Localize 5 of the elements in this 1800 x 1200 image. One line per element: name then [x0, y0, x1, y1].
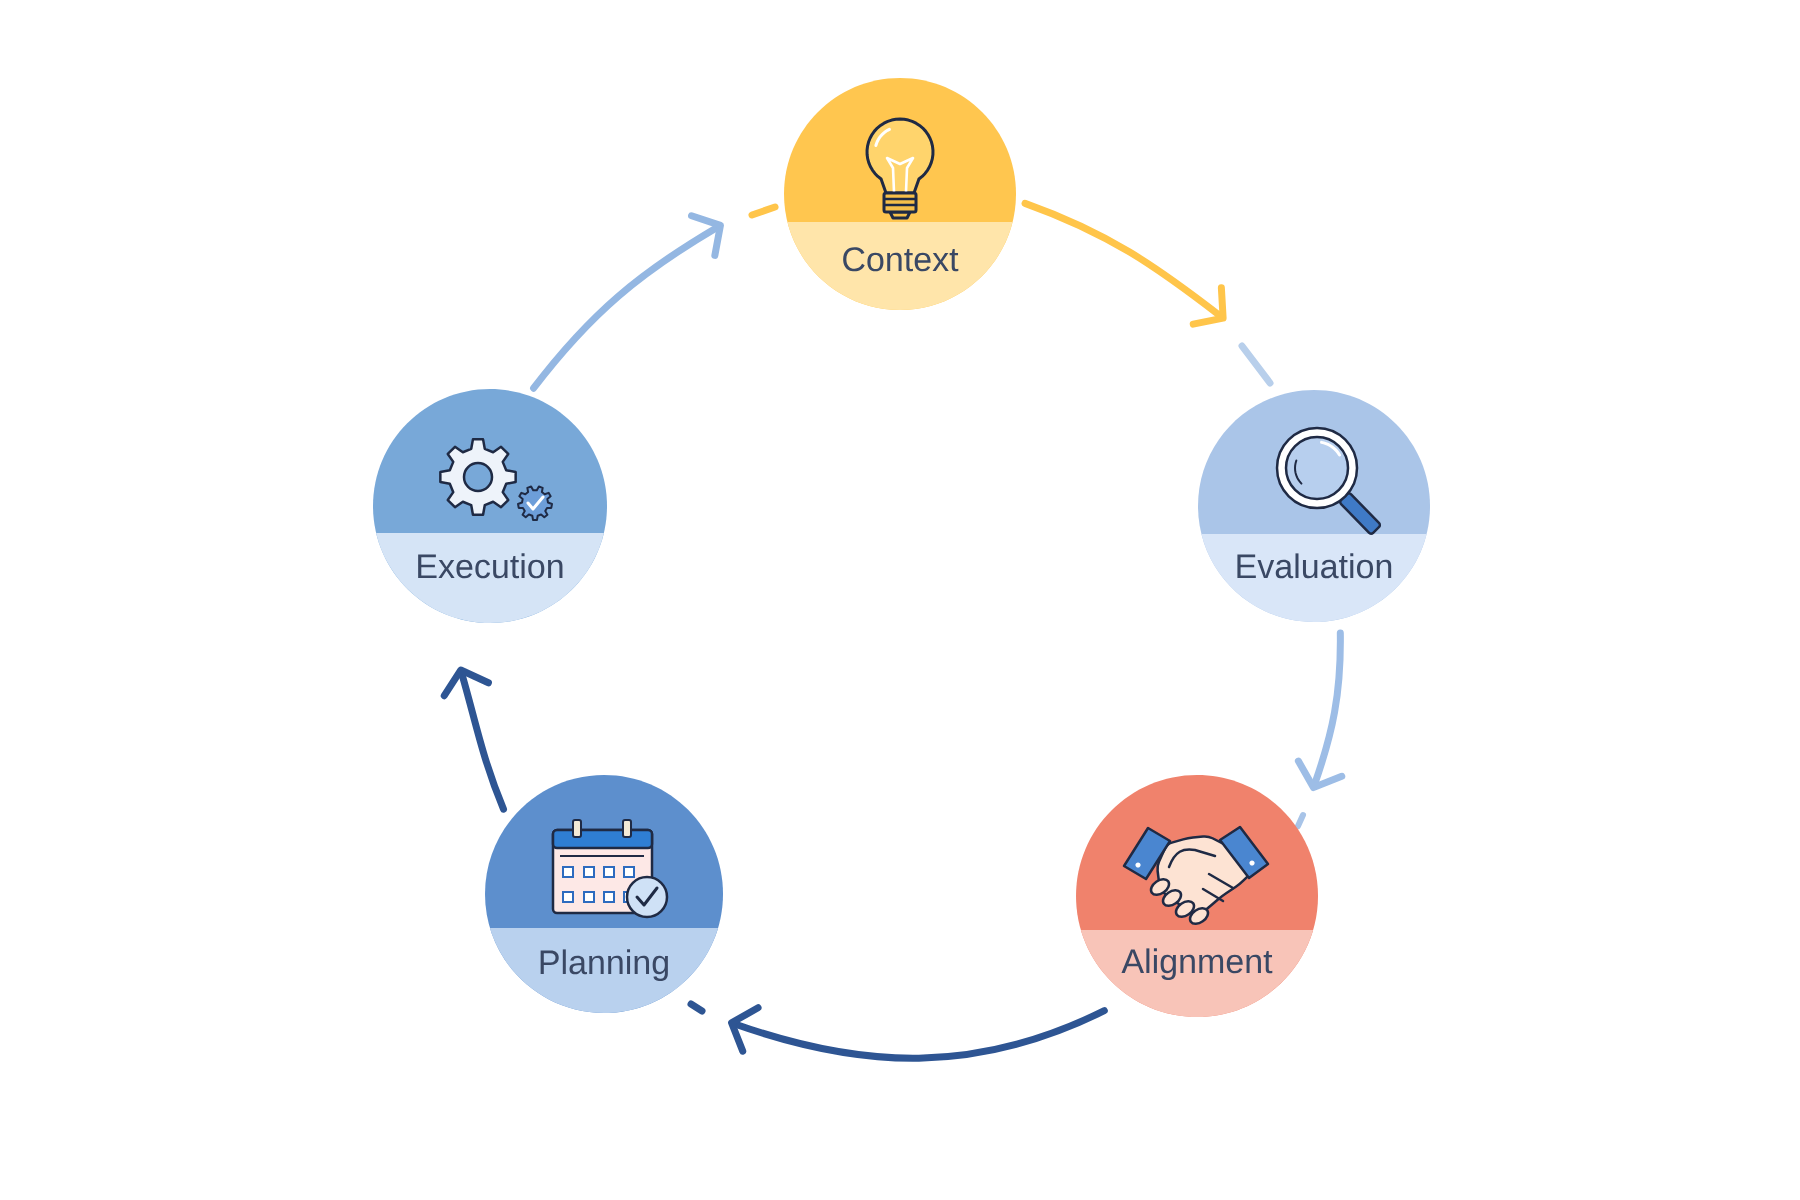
arrow: [440, 666, 507, 813]
arrow: [1021, 199, 1227, 328]
arrow: [1294, 629, 1346, 792]
arrow: [728, 1004, 1108, 1062]
arrow: [530, 212, 724, 392]
